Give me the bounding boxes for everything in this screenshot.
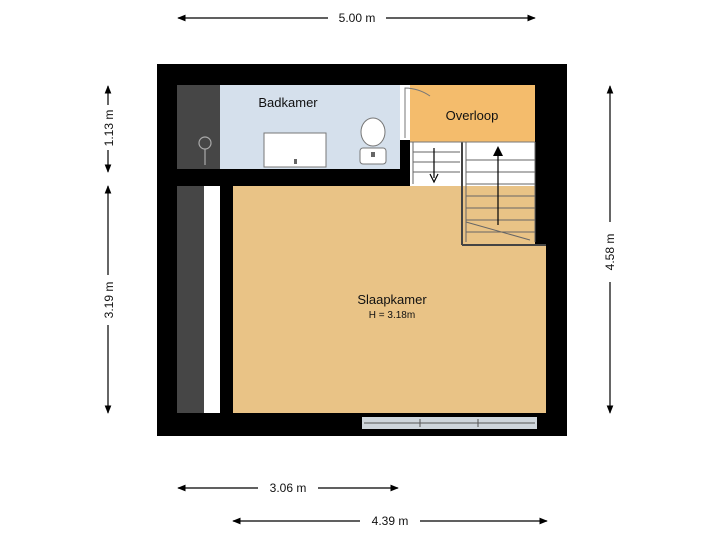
wall-right-step [535,64,567,244]
stairs-up-arrow [493,146,503,225]
bathtub-icon [263,132,327,168]
shower-head-icon [198,136,212,165]
landing-label: Overloop [446,108,499,123]
toilet-icon [359,117,387,165]
bedroom-height-label: H = 3.18m [369,310,415,321]
landing-lower-area [410,142,465,187]
dimension-bottom-outer-label: 4.39 m [372,514,409,528]
wall-bath-landing [400,140,410,186]
wall-shaft-bedroom [220,183,233,413]
shaft-white-strip [204,183,220,413]
bedroom-window [362,417,537,429]
bedroom-label: Slaapkamer [357,292,427,307]
wall-bath-bottom [177,169,410,186]
bedroom-notch [462,245,546,413]
dimension-right-label: 4.58 m [603,234,617,271]
dimension-top-label: 5.00 m [339,11,376,25]
landing-door-swing [404,87,431,138]
dimension-bottom-inner-label: 3.06 m [270,481,307,495]
dimension-left-upper-label: 1.13 m [102,110,116,147]
stair-steps [412,142,536,242]
stairs-down-arrow [429,148,439,184]
landing-area [410,85,535,142]
dimension-left-lower-label: 3.19 m [102,282,116,319]
bathroom-label: Badkamer [258,95,318,110]
